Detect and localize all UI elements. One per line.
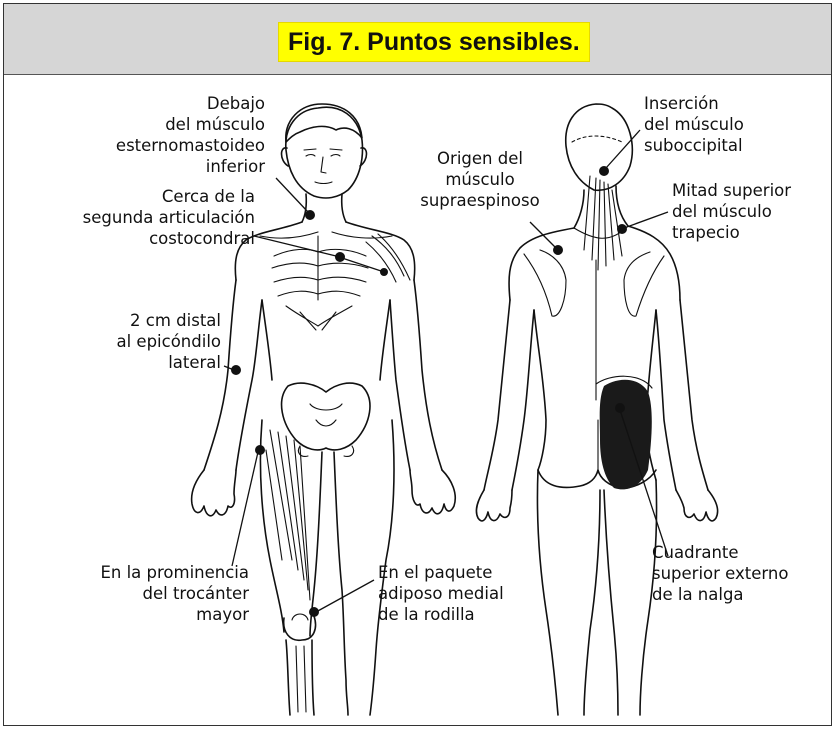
label-debajo: Debajo del músculo esternomastoideo infe… (116, 93, 265, 177)
point-trochanter (255, 445, 265, 455)
point-trapezius (617, 224, 627, 234)
point-gluteal (615, 403, 625, 413)
point-suboccipital (599, 166, 609, 176)
label-mitad: Mitad superior del músculo trapecio (672, 180, 791, 243)
label-paquete: En el paquete adiposo medial de la rodil… (378, 562, 504, 625)
label-insercion: Inserción del músculo suboccipital (644, 93, 744, 156)
point-knee (309, 607, 319, 617)
label-cuadrante: Cuadrante superior externo de la nalga (652, 542, 788, 605)
point-supraspinatus (553, 245, 563, 255)
label-prominencia: En la prominencia del trocánter mayor (100, 562, 249, 625)
point-sternomastoid (305, 210, 315, 220)
label-cerca: Cerca de la segunda articulación costoco… (83, 186, 255, 249)
label-origen: Origen del músculo supraespinoso (418, 148, 542, 211)
front-head (286, 107, 363, 198)
point-epicondyle (231, 365, 241, 375)
label-distal: 2 cm distal al epicóndilo lateral (116, 310, 221, 373)
point-shoulder (380, 268, 388, 276)
